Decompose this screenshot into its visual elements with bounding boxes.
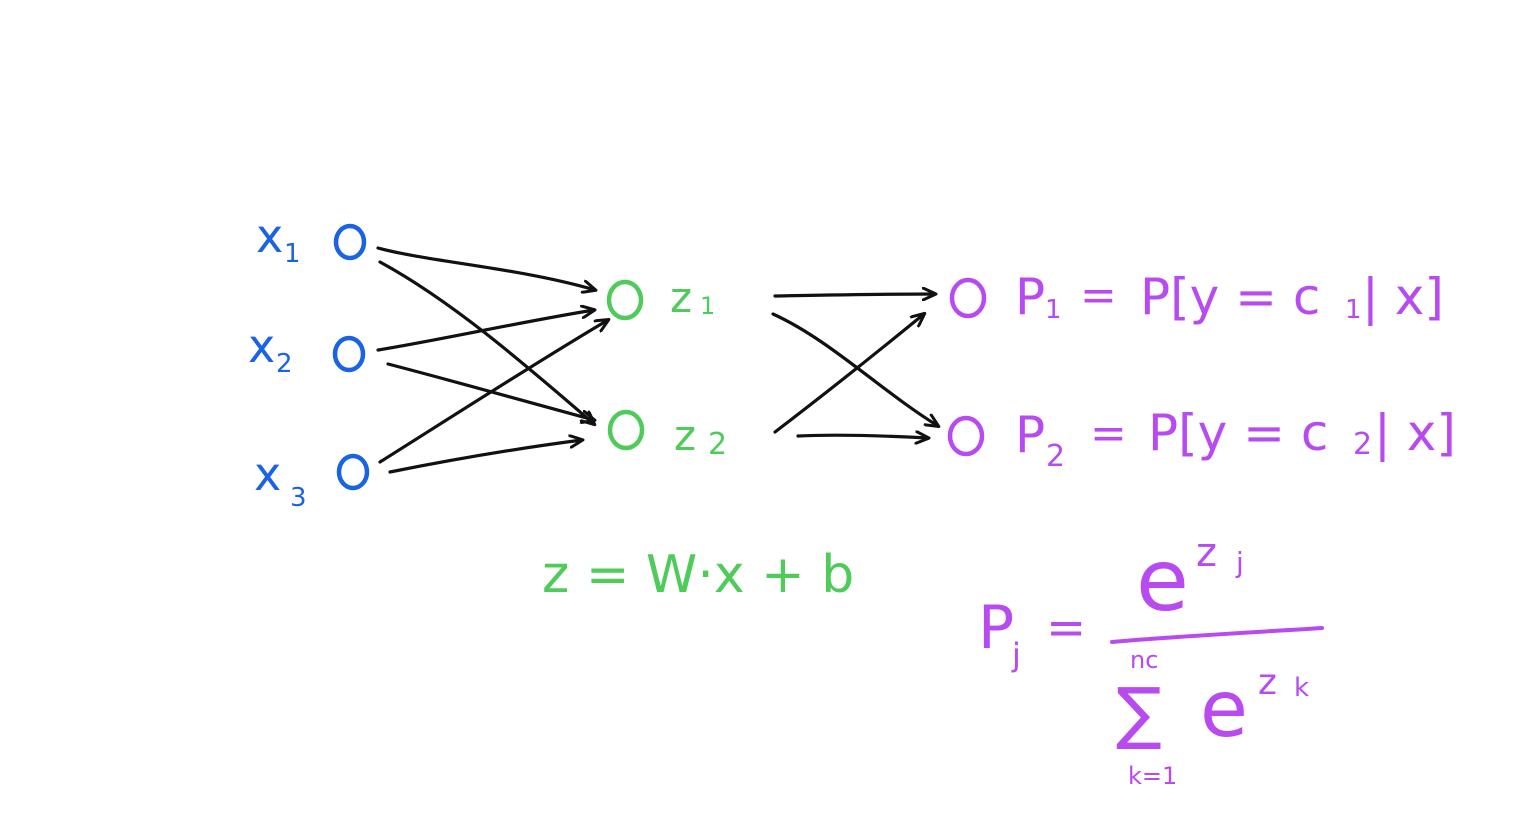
edge-z2-p2 <box>796 435 928 438</box>
output-p2: P 2 = P[y = c 2 | x] <box>947 404 1456 474</box>
output-node-p2 <box>947 415 985 457</box>
hidden-layer: z 1 z 2 <box>606 273 727 462</box>
input-node-x2 <box>332 335 366 373</box>
hidden-node-z2 <box>607 409 645 451</box>
softmax-sum-symbol: ∑ <box>1116 674 1162 753</box>
input-x2: x 2 <box>248 319 366 379</box>
edge-x2-z2 <box>386 362 594 420</box>
hidden-z2: z 2 <box>607 409 727 462</box>
output-p1-class-subscript: 1 <box>1345 295 1362 325</box>
output-p2-label: P <box>1015 406 1045 464</box>
edge-z1-p2 <box>771 312 938 426</box>
input-x2-label: x <box>248 319 275 373</box>
linear-formula: z = W·x + b <box>542 545 854 605</box>
output-p2-probability-open: P[y = c <box>1148 404 1328 462</box>
hidden-z1-label: z <box>670 273 692 322</box>
output-p1-probability-open: P[y = c <box>1140 268 1320 326</box>
hidden-node-z1 <box>606 279 644 321</box>
softmax-formula: P j = e z j nc ∑ k=1 e z k <box>978 530 1324 790</box>
softmax-lhs: P <box>978 593 1014 663</box>
edge-x3-z1 <box>378 320 608 464</box>
input-node-x3 <box>336 453 370 491</box>
softmax-numerator-exponent: z <box>1196 530 1217 576</box>
softmax-denominator-exponent: z <box>1258 662 1277 703</box>
hidden-to-output-edges <box>771 294 938 438</box>
output-p1-equals: = <box>1080 270 1117 321</box>
input-x1-subscript: 1 <box>284 239 301 269</box>
input-node-x1 <box>333 223 367 261</box>
edge-x1-z2 <box>378 260 594 424</box>
input-x1: x 1 <box>256 209 367 269</box>
edge-x2-z1 <box>376 310 594 352</box>
softmax-denominator-base: e <box>1200 665 1248 755</box>
softmax-numerator-base: e <box>1136 531 1189 631</box>
softmax-equals: = <box>1046 600 1086 656</box>
output-p1-probability-close: | x] <box>1362 268 1444 326</box>
hidden-z1: z 1 <box>606 273 715 322</box>
softmax-fraction-bar <box>1110 626 1324 644</box>
softmax-denominator-exponent-subscript: k <box>1294 673 1309 703</box>
output-p2-subscript: 2 <box>1046 439 1065 474</box>
input-x3: x 3 <box>254 447 370 513</box>
input-layer: x 1 x 2 x 3 <box>248 209 370 513</box>
hidden-z2-label: z <box>674 411 696 460</box>
output-p1-label: P <box>1015 268 1045 326</box>
softmax-sum-lower-limit: k=1 <box>1128 762 1177 790</box>
input-x2-subscript: 2 <box>276 349 293 379</box>
softmax-numerator-exponent-subscript: j <box>1235 546 1244 579</box>
input-x3-subscript: 3 <box>290 483 307 513</box>
output-p2-probability-close: | x] <box>1374 404 1456 462</box>
softmax-lhs-subscript: j <box>1011 636 1021 674</box>
edge-x3-z2 <box>388 440 582 474</box>
output-node-p1 <box>949 277 987 319</box>
edge-z1-p1 <box>773 294 935 296</box>
output-p1: P 1 = P[y = c 1 | x] <box>949 268 1444 326</box>
output-layer: P 1 = P[y = c 1 | x] P 2 = P[y = c 2 | x… <box>947 268 1456 474</box>
softmax-sum-upper-limit: nc <box>1130 646 1158 674</box>
input-x1-label: x <box>256 209 283 263</box>
hidden-z1-subscript: 1 <box>700 292 715 320</box>
input-x3-label: x <box>254 447 281 501</box>
input-to-hidden-edges <box>376 246 608 474</box>
output-p2-equals: = <box>1090 408 1127 459</box>
edge-z2-p1 <box>773 314 924 434</box>
output-p2-class-subscript: 2 <box>1353 427 1372 462</box>
hidden-z2-subscript: 2 <box>708 427 727 462</box>
edge-x1-z1 <box>376 246 595 290</box>
output-p1-subscript: 1 <box>1045 295 1062 325</box>
